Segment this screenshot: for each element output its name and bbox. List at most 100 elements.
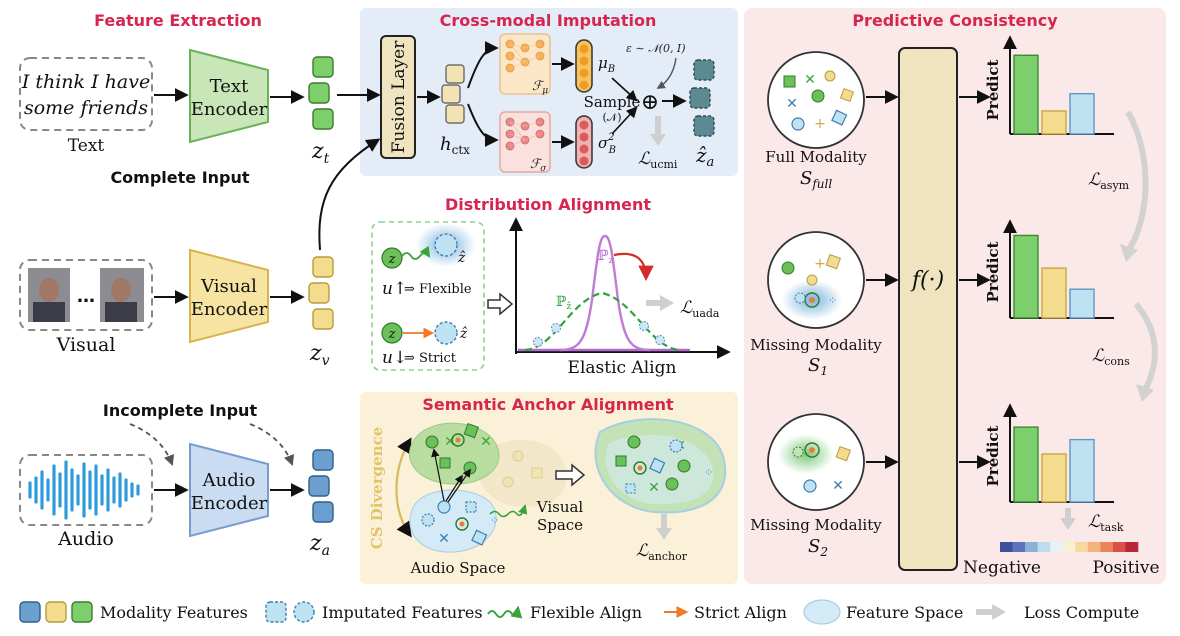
visual-space-points: ✕ ✕ (425, 422, 492, 475)
svg-text:ẑ: ẑ (459, 325, 468, 342)
zt-label: zt (311, 139, 330, 167)
text-encoder-line2: Encoder (191, 99, 268, 120)
zv-label: zv (309, 341, 330, 369)
oplus-icon: ⊕ (641, 90, 659, 115)
distribution-points (533, 321, 665, 347)
audio-encoder-line1: Audio (202, 470, 256, 491)
scale-swatch (1087, 542, 1101, 552)
text-input-box (19, 57, 153, 131)
z-hat-strict (434, 321, 458, 345)
loss-uada: ℒuada (680, 298, 720, 320)
prediction-bar-blue (1069, 92, 1095, 135)
visual-encoder-line2: Encoder (191, 299, 268, 320)
merged-space-points: ✕ ✕ ⁘ (615, 435, 713, 496)
loss-cons: ℒcons (1092, 346, 1130, 368)
legend-modality: Modality Features (100, 603, 248, 622)
visual-ellipsis: … (77, 286, 95, 307)
full-modality-circle: ✕ ✕ + (767, 51, 865, 149)
scale-swatch (1050, 542, 1064, 552)
negative-label: Negative (963, 558, 1041, 578)
prediction-bar-yellow (1041, 453, 1067, 503)
scale-swatch (1112, 542, 1126, 552)
sample-n-label: (𝒩) (602, 111, 621, 124)
complete-input-label: Complete Input (110, 168, 249, 187)
legend-loss: Loss Compute (1024, 603, 1139, 622)
sentiment-color-scale (1000, 542, 1139, 552)
cs-divergence-label: CS Divergence (368, 427, 386, 549)
svg-text:✕: ✕ (786, 96, 798, 112)
scale-swatch (1000, 542, 1013, 552)
prediction-bar-green (1013, 54, 1039, 135)
prediction-chart-missing1 (1003, 219, 1114, 319)
audio-encoder-line2: Encoder (191, 493, 268, 514)
elastic-align-label: Elastic Align (568, 358, 677, 378)
predict-label-3: Predict (984, 425, 1002, 486)
svg-text:✕: ✕ (648, 480, 660, 496)
hollow-arrow (487, 292, 514, 316)
svg-text:⁘: ⁘ (828, 294, 837, 307)
za-feature-stack (308, 449, 334, 523)
audio-label: Audio (57, 528, 114, 550)
zv-feature-stack (308, 256, 334, 330)
u-up-label: u↑ (382, 279, 407, 299)
scale-swatch (1100, 542, 1114, 552)
asym-arrow (1125, 110, 1149, 250)
scale-swatch (1125, 542, 1139, 552)
s-full-label: Sfull (800, 168, 832, 191)
scale-swatch (1062, 542, 1076, 552)
u-down-label: u↓ (382, 348, 407, 368)
legend-imputated: Imputated Features (322, 603, 483, 622)
z-hat-flexible (434, 233, 458, 257)
visual-frame-2 (100, 268, 144, 322)
prediction-bar-yellow (1041, 267, 1067, 319)
svg-text:z: z (388, 252, 396, 267)
text-quote-line2: some friends (24, 97, 148, 119)
missing-modality-2-label: Missing Modality (750, 516, 882, 534)
text-encoder-line1: Text (210, 76, 249, 97)
z-node-strict (381, 322, 403, 344)
strict-label: ⇒ Strict (404, 351, 457, 366)
prediction-chart-full (1003, 35, 1114, 135)
semantic-hollow-arrow (555, 463, 586, 487)
audio-space-label: Audio Space (410, 559, 506, 577)
svg-text:+: + (814, 256, 826, 272)
prediction-bar-green (1013, 426, 1039, 503)
hctx-label: hctx (440, 134, 470, 157)
svg-text:✕: ✕ (480, 434, 492, 450)
legend-space: Feature Space (846, 603, 963, 622)
svg-text:✕: ✕ (804, 72, 816, 88)
scale-swatch (1025, 542, 1038, 552)
imputed-za-stack (689, 59, 715, 137)
za-label: za (309, 531, 330, 559)
visual-encoder (189, 248, 269, 344)
prediction-bar-blue (1069, 438, 1095, 503)
mu-b-label: μB (598, 54, 615, 75)
title-distribution: Distribution Alignment (445, 195, 651, 214)
cons-arrow (1133, 302, 1158, 390)
loss-task: ℒtask (1088, 512, 1124, 534)
svg-text:✕: ✕ (438, 531, 450, 547)
predict-label-1: Predict (984, 59, 1002, 120)
missing-modality-1-circle: + ⁘ (767, 231, 865, 329)
loss-ucmi: ℒucmi (638, 149, 678, 171)
legend-flexible: Flexible Align (530, 603, 642, 622)
predictor-f (898, 47, 958, 571)
visual-space-blob (408, 422, 500, 485)
prediction-chart-missing2 (1003, 403, 1114, 503)
legend-strict: Strict Align (694, 603, 787, 622)
svg-text:✕: ✕ (444, 434, 456, 450)
scale-swatch (1037, 542, 1051, 552)
title-semantic: Semantic Anchor Alignment (422, 395, 674, 414)
text-label: Text (68, 136, 105, 156)
svg-text:⁘: ⁘ (704, 466, 713, 479)
visual-label: Visual (56, 334, 116, 356)
visual-space-label-2: Space (537, 516, 583, 534)
flexible-label: ⇒ Flexible (404, 282, 472, 297)
title-predictive: Predictive Consistency (852, 11, 1058, 30)
s1-label: S1 (808, 355, 828, 378)
audio-encoder (189, 442, 269, 538)
za-hat-label: ẑa (695, 143, 714, 170)
sigma-bar (575, 115, 593, 169)
